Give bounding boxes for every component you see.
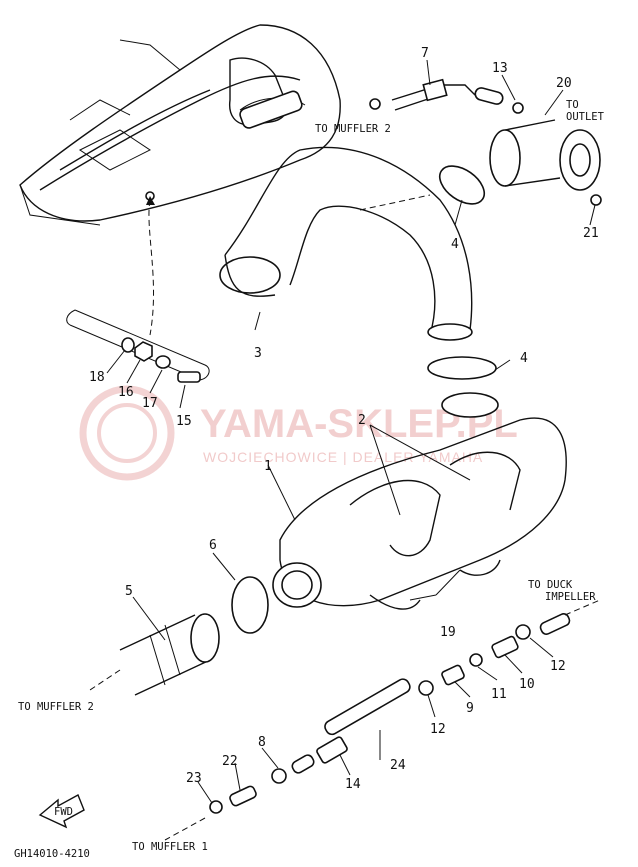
to-duck-label-line2: IMPELLER xyxy=(545,591,596,603)
to-muffler-1-label: TO MUFFLER 1 xyxy=(132,841,208,853)
bypass-hose-parts xyxy=(164,599,601,841)
callout-10: 10 xyxy=(519,677,535,692)
callout-18: 18 xyxy=(89,370,105,385)
callout-6: 6 xyxy=(209,538,217,553)
pipe-part-5 xyxy=(89,613,220,696)
to-duck-label-line1: TO DUCK xyxy=(528,579,573,591)
callout-8: 8 xyxy=(258,735,266,750)
callout-19: 19 xyxy=(440,625,456,640)
callout-15: 15 xyxy=(176,414,192,429)
callout-2: 2 xyxy=(358,413,366,428)
to-muffler-2-bottom-label: TO MUFFLER 2 xyxy=(18,701,94,713)
forward-arrow-label: FWD xyxy=(54,806,73,818)
callout-11: 11 xyxy=(491,687,507,702)
callout-23: 23 xyxy=(186,771,202,786)
callout-13: 13 xyxy=(492,61,508,76)
clamp-part-6 xyxy=(231,576,269,634)
watercraft-illustration xyxy=(19,24,341,226)
callout-20: 20 xyxy=(556,76,572,91)
callout-22: 22 xyxy=(222,754,238,769)
forward-arrow-icon: FWD xyxy=(38,794,85,829)
leader-lines xyxy=(106,59,596,804)
to-outlet-label-line2: OUTLET xyxy=(566,111,605,123)
callout-numbers: 1 2 3 4 4 5 6 7 8 9 10 11 12 12 13 14 15… xyxy=(89,46,599,792)
callout-21: 21 xyxy=(583,226,599,241)
outlet-pipe-part-20 xyxy=(489,119,602,206)
callout-16: 16 xyxy=(118,385,134,400)
hose-part-7 xyxy=(369,78,524,114)
callout-5: 5 xyxy=(125,584,133,599)
muffler-part-1 xyxy=(272,392,567,610)
callout-4-upper: 4 xyxy=(451,237,459,252)
callout-12-upper: 12 xyxy=(550,659,566,674)
callout-12-lower: 12 xyxy=(430,722,446,737)
watermark-subtitle: WOJCIECHOWICE | DEALER YAMAHA xyxy=(203,449,483,465)
to-muffler-2-top-label: TO MUFFLER 2 xyxy=(315,123,391,135)
clamp-part-4-upper xyxy=(438,165,486,205)
to-outlet-label-line1: TO xyxy=(566,99,579,111)
callout-7: 7 xyxy=(421,46,429,61)
diagram-code-label: GH14010-4210 xyxy=(14,848,90,860)
callout-24: 24 xyxy=(390,758,406,773)
callout-14: 14 xyxy=(345,777,361,792)
hose-fitting-group xyxy=(66,309,210,383)
callout-4-lower: 4 xyxy=(520,351,528,366)
annotations: TO MUFFLER 2 TO OUTLET TO DUCK IMPELLER … xyxy=(14,99,605,860)
callout-9: 9 xyxy=(466,701,474,716)
callout-1: 1 xyxy=(264,459,272,474)
callout-17: 17 xyxy=(142,396,158,411)
clamp-part-4-lower xyxy=(427,356,497,380)
watermark: YAMA-SKLEP.PL WOJCIECHOWICE | DEALER YAM… xyxy=(79,385,518,481)
exhaust-pipe-part-3 xyxy=(219,146,473,341)
callout-3: 3 xyxy=(254,346,262,361)
